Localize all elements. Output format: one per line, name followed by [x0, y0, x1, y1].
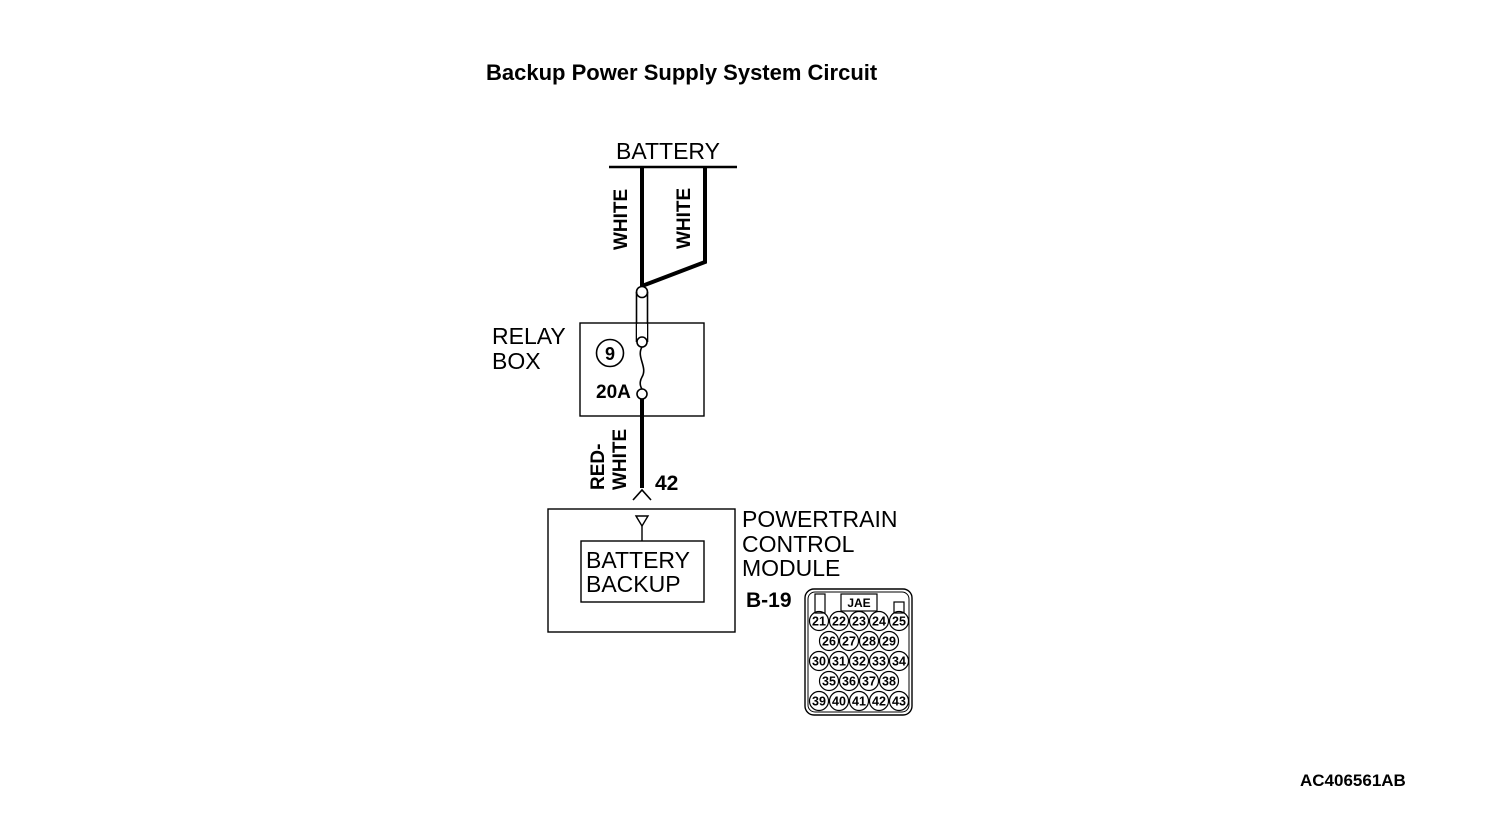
fuse-rating: 20A: [596, 382, 631, 403]
connector-pin-circle: [828, 650, 850, 672]
connector-pin-circle: [888, 690, 910, 712]
connector-pin-circle: [818, 670, 840, 692]
connector-pins: 21 22 23 24 25 26 27 28 29 30 31 32 33 34 35 36 37 38 39 40…: [808, 610, 910, 712]
relay-box-label-line2: BOX: [492, 348, 541, 374]
battery-backup-line1: BATTERY: [586, 547, 690, 573]
connector-pin-number: 26: [822, 635, 836, 649]
connector-pin-number: 35: [822, 675, 836, 689]
wire-white-right: [641, 167, 707, 288]
connector-pin-circle: [808, 690, 830, 712]
fuse-terminal-bottom: [636, 388, 648, 400]
connector-pin-circle: [828, 610, 850, 632]
connector-pin-number: 31: [832, 655, 846, 669]
connector-pin-circle: [828, 690, 850, 712]
connector-pin-number: 40: [832, 695, 846, 709]
relay-box-gap: [637, 324, 647, 341]
connector-pin-circle: [878, 670, 900, 692]
connector-pin-circle: [858, 670, 880, 692]
connector-pin-circle: [848, 610, 870, 632]
connector-pin-number: 21: [812, 615, 826, 629]
connector-latch-left: [814, 593, 826, 614]
fuse-element: [639, 346, 645, 390]
connector-pin-number: 43: [892, 695, 906, 709]
wire-lower-label-line2: WHITE: [610, 429, 631, 490]
connector-pin-number: 34: [892, 655, 906, 669]
pcm-label-line2: CONTROL: [742, 531, 855, 557]
connector-pin-number: 24: [872, 615, 886, 629]
connector-pin-number: 25: [892, 615, 906, 629]
connector-outline: [804, 588, 913, 716]
relay-box-label-line1: RELAY: [492, 323, 566, 349]
battery-backup-line2: BACKUP: [586, 571, 681, 597]
connector-key-right: [893, 601, 905, 614]
connector-pin-number: 32: [852, 655, 866, 669]
connector-pin-circle: [858, 630, 880, 652]
pcm-label-line3: MODULE: [742, 555, 840, 581]
connector-pin-number: 38: [882, 675, 896, 689]
connector-pin-circle: [808, 610, 830, 632]
connector-pin-number: 42: [872, 695, 886, 709]
connector-inner-outline: [807, 591, 910, 713]
connector-pin-number: 23: [852, 615, 866, 629]
wire-label-right: WHITE: [674, 188, 695, 249]
connector-maker: JAE: [847, 596, 870, 610]
battery-backup-block: [580, 540, 705, 603]
connector-pin-number: 33: [872, 655, 886, 669]
connector-pin-circle: [868, 610, 890, 632]
connector-pin-number: 29: [882, 635, 896, 649]
connector-pin-circle: [808, 650, 830, 672]
relay-input-terminal: [635, 285, 649, 299]
wire-lower-label-line1: RED-: [588, 444, 609, 490]
connector-pin-number: 28: [862, 635, 876, 649]
connector-pin-circle: [868, 690, 890, 712]
terminal-chevron: [632, 488, 652, 501]
battery-label: BATTERY: [616, 138, 720, 164]
connector-pin-circle: [838, 670, 860, 692]
diagram-title: Backup Power Supply System Circuit: [486, 60, 878, 85]
connector-pin-circle: [848, 690, 870, 712]
figure-id: AC406561AB: [1300, 771, 1406, 790]
connector-pin-number: 30: [812, 655, 826, 669]
connector-pin-number: 36: [842, 675, 856, 689]
connector-face: JAE 21 22 23 24 25 26 27 28 29 30 31 32 33 34 35 36 37 38…: [804, 588, 913, 716]
connector-pin-number: 37: [862, 675, 876, 689]
connector-pin-number: 22: [832, 615, 846, 629]
wire-label-left: WHITE: [611, 189, 632, 250]
connector-pin-circle: [888, 610, 910, 632]
connector-pin-circle: [878, 630, 900, 652]
connector-pin-number: 39: [812, 695, 826, 709]
terminal-number: 42: [655, 472, 678, 495]
connector-pin-circle: [888, 650, 910, 672]
connector-pin-number: 27: [842, 635, 856, 649]
connector-id: B-19: [746, 589, 792, 612]
connector-pin-circle: [848, 650, 870, 672]
fuse-number-circle: [595, 338, 625, 368]
pcm-input-triangle: [634, 515, 650, 528]
fuse-terminal-top: [636, 336, 648, 348]
connector-pin-circle: [868, 650, 890, 672]
pcm-label-line1: POWERTRAIN: [742, 506, 897, 532]
fuse-number: 9: [605, 344, 615, 364]
pcm-box: [547, 508, 736, 633]
connector-pin-number: 41: [852, 695, 866, 709]
connector-pin-circle: [838, 630, 860, 652]
connector-pin-circle: [818, 630, 840, 652]
